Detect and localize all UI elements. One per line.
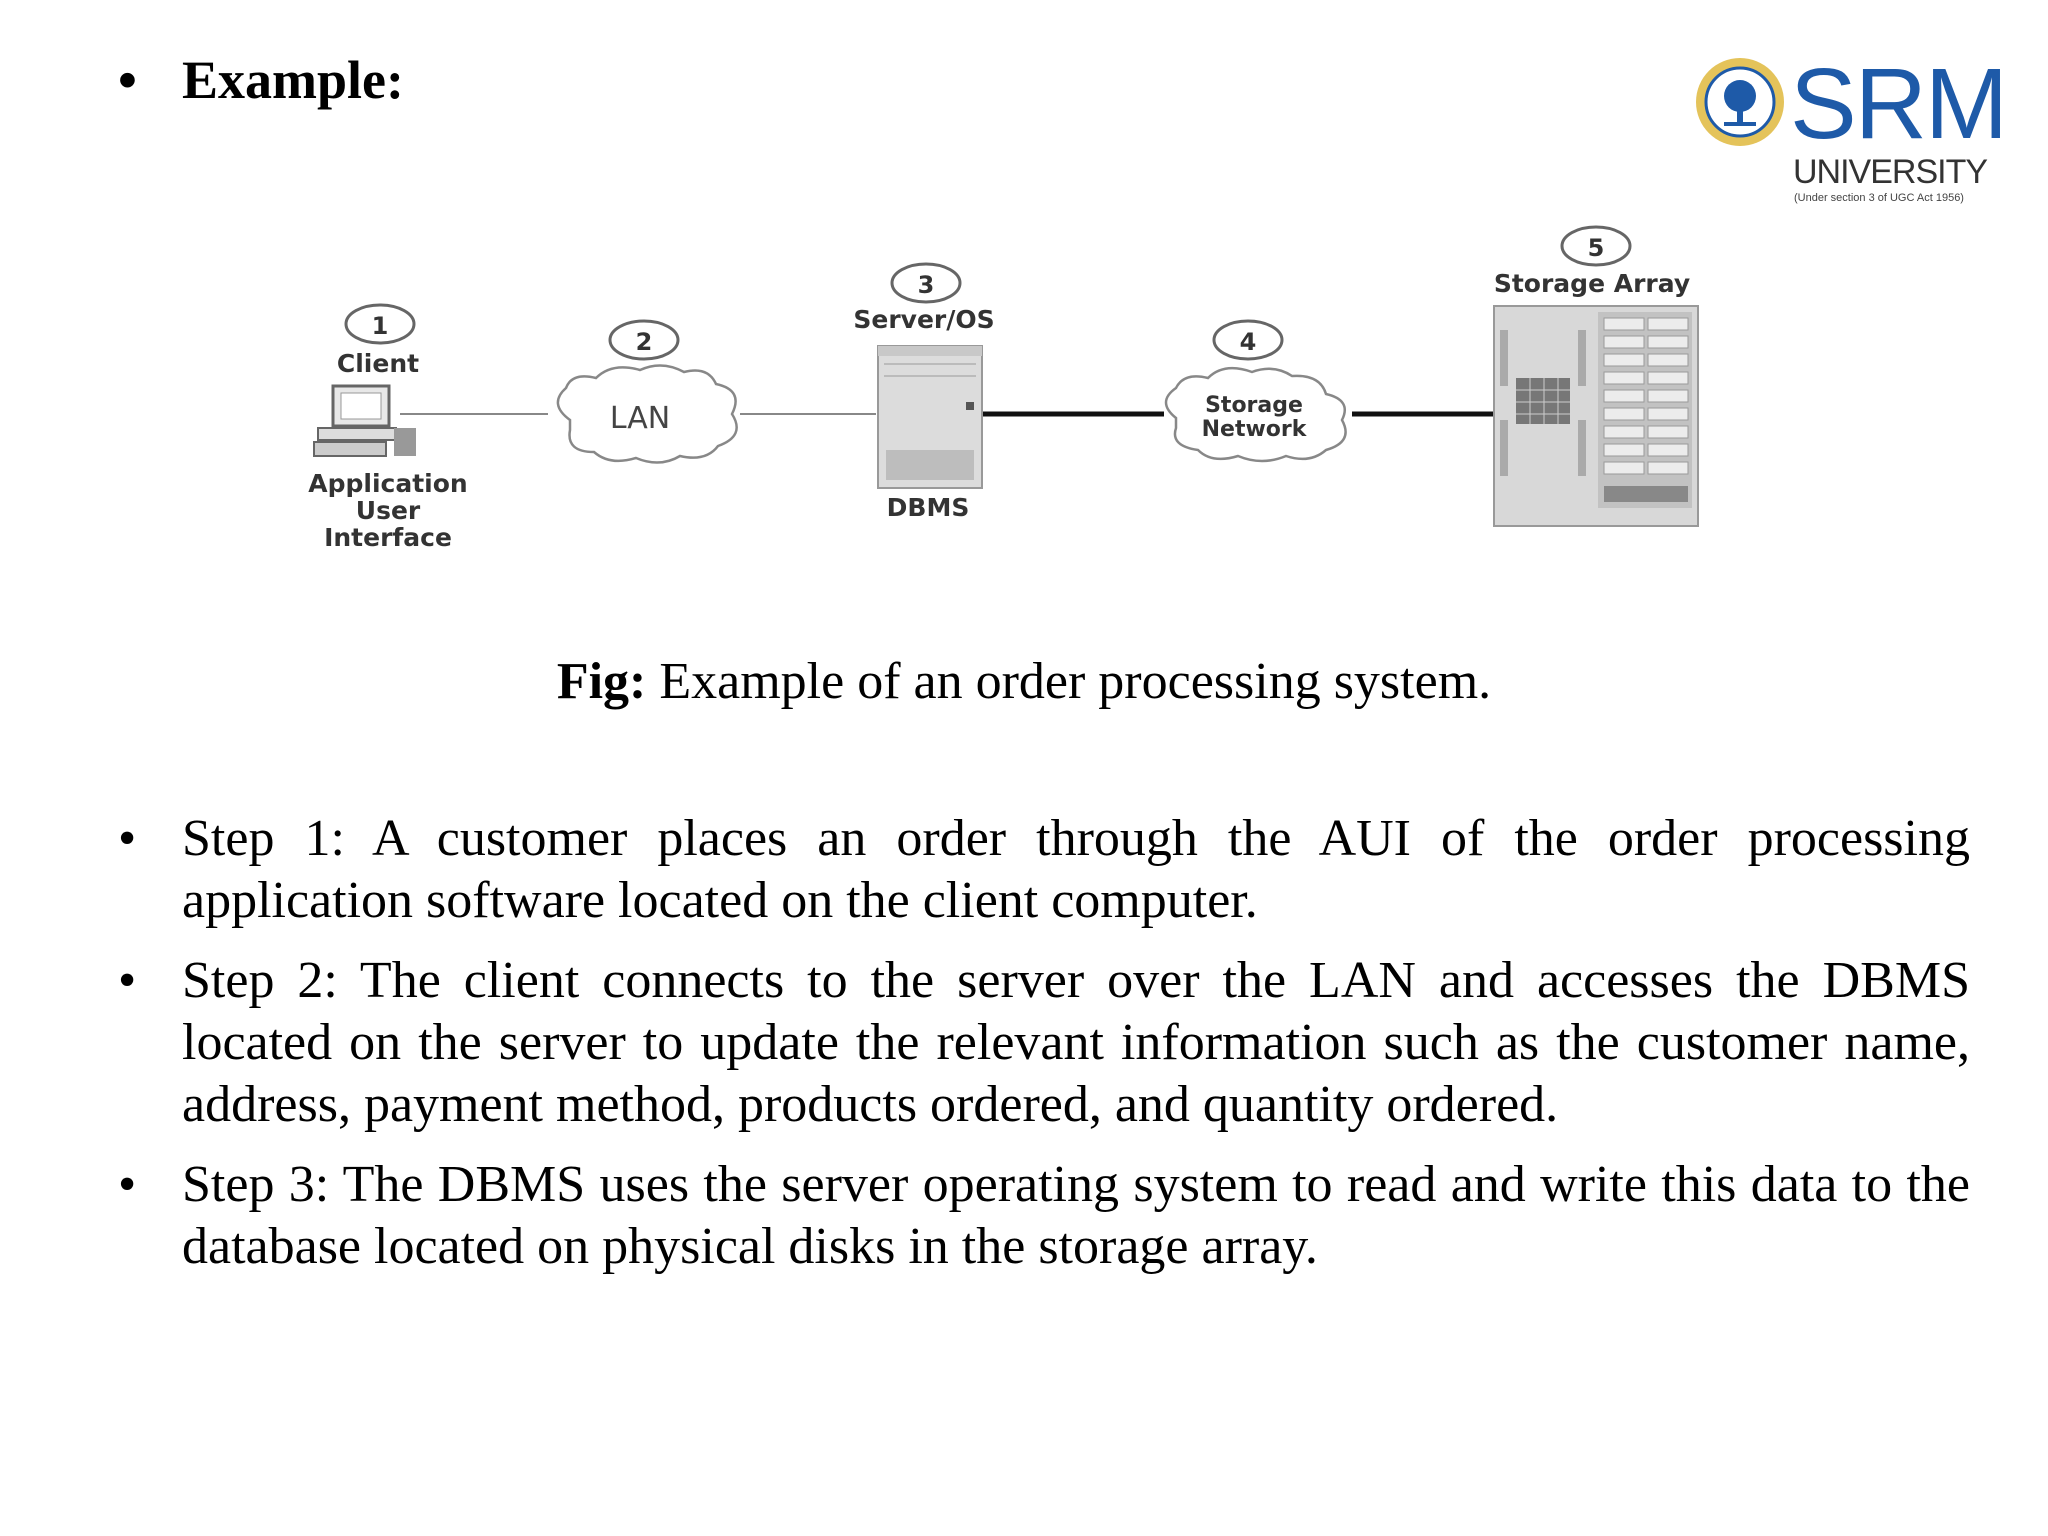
logo-srm-text: SRM	[1790, 48, 2008, 160]
lan-node: 2 LAN	[556, 319, 738, 464]
step-2-text: Step 2: The client connects to the serve…	[182, 952, 1970, 1133]
example-heading: • Example:	[118, 48, 404, 112]
step-number-circle-1	[344, 303, 416, 345]
dbms-label: DBMS	[887, 493, 970, 522]
node-number-4: 4	[1240, 328, 1257, 356]
logo-university-text: UNIVERSITY	[1793, 153, 1988, 191]
logo-subtitle: (Under section 3 of UGC Act 1956)	[1794, 192, 1964, 204]
order-processing-diagram: 1 Client Application User Interface 2 LA…	[308, 225, 1699, 552]
list-item: • Step 3: The DBMS uses the server opera…	[118, 1154, 1970, 1278]
server-tower-icon	[877, 345, 983, 489]
bullet: •	[118, 1156, 137, 1213]
lan-label: LAN	[610, 401, 670, 436]
university-seal-icon	[1696, 58, 1784, 146]
heading-label: Example:	[182, 50, 404, 110]
server-label: Server/OS	[853, 305, 994, 334]
storage-network-cloud-icon	[1164, 366, 1347, 463]
figure-caption: Fig: Example of an order processing syst…	[0, 650, 2048, 714]
bullet: •	[118, 952, 137, 1009]
server-node: 3 Server/OS DBMS	[853, 262, 995, 522]
step-number-circle-3	[890, 262, 962, 304]
storage-array-cabinet-icon	[1493, 305, 1699, 527]
caption-text: Example of an order processing system.	[646, 653, 1492, 710]
bullet: •	[118, 810, 137, 867]
client-sub-label-line-3: Interface	[324, 523, 452, 552]
lan-cloud-icon	[556, 364, 738, 464]
caption-prefix: Fig:	[556, 653, 647, 710]
node-number-3: 3	[918, 271, 935, 299]
computer-icon	[313, 384, 416, 457]
client-sub-label-line-1: Application	[308, 469, 467, 498]
steps-list: • Step 1: A customer places an order thr…	[118, 808, 1970, 1296]
step-1-text: Step 1: A customer places an order throu…	[182, 810, 1970, 929]
storage-network-node: 4 Storage Network	[1164, 319, 1347, 463]
step-3-text: Step 3: The DBMS uses the server operati…	[182, 1156, 1970, 1275]
bullet: •	[118, 50, 137, 110]
node-number-2: 2	[636, 328, 653, 356]
list-item: • Step 2: The client connects to the ser…	[118, 950, 1970, 1136]
client-node: 1 Client Application User Interface	[308, 303, 468, 552]
storage-network-label-line-2: Network	[1202, 417, 1308, 442]
node-number-1: 1	[372, 312, 389, 340]
storage-array-node: 5 Storage Array	[1493, 225, 1699, 527]
storage-network-label-line-1: Storage	[1205, 393, 1303, 418]
step-number-circle-5	[1560, 225, 1632, 267]
step-number-circle-4	[1212, 319, 1284, 361]
step-number-circle-2	[608, 319, 680, 361]
client-label: Client	[337, 349, 419, 378]
client-sub-label-line-2: User	[356, 496, 421, 525]
list-item: • Step 1: A customer places an order thr…	[118, 808, 1970, 932]
node-number-5: 5	[1588, 234, 1605, 262]
srm-university-logo: SRM UNIVERSITY (Under section 3 of UGC A…	[1694, 48, 2014, 206]
storage-array-label: Storage Array	[1494, 269, 1690, 298]
